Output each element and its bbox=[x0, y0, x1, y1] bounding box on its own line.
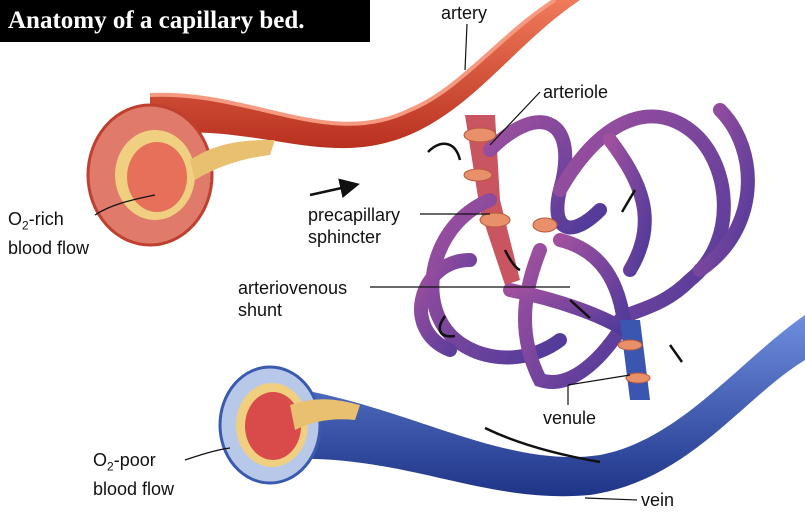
shunt-line1: arteriovenous bbox=[238, 278, 348, 298]
vein-vessel bbox=[270, 315, 805, 497]
label-artery: artery bbox=[441, 3, 488, 23]
o2-poor-suffix: -poor bbox=[113, 450, 156, 470]
figure-title: Anatomy of a capillary bed. bbox=[0, 0, 370, 42]
label-precapillary-sphincter: precapillary sphincter bbox=[308, 204, 400, 248]
precapillary-line1: precapillary bbox=[308, 205, 401, 225]
o2-rich-o: O bbox=[8, 209, 23, 229]
label-venule: venule bbox=[543, 408, 597, 428]
o2-rich-line2: blood flow bbox=[8, 237, 90, 258]
capillary-network bbox=[414, 103, 755, 389]
o2-poor-sub: 2 bbox=[107, 459, 114, 474]
precapillary-sphincters bbox=[463, 127, 651, 384]
o2-poor-line2: blood flow bbox=[93, 478, 175, 499]
flow-arrows bbox=[309, 142, 684, 464]
label-vein: vein bbox=[641, 490, 675, 510]
precapillary-line2: sphincter bbox=[308, 227, 382, 247]
label-arteriole: arteriole bbox=[543, 82, 609, 102]
o2-poor-o: O bbox=[93, 450, 108, 470]
shunt-line2: shunt bbox=[238, 300, 283, 320]
label-o2-poor-blood-flow: O2-poor blood flow bbox=[93, 449, 174, 500]
o2-rich-suffix: -rich bbox=[28, 209, 64, 229]
o2-rich-sub: 2 bbox=[22, 218, 29, 233]
label-arteriovenous-shunt: arteriovenous shunt bbox=[238, 277, 347, 321]
venule-vessel bbox=[620, 320, 650, 400]
leader-lines bbox=[94, 23, 638, 501]
label-o2-rich-blood-flow: O2-rich blood flow bbox=[8, 208, 89, 259]
artery-vessel bbox=[150, 0, 580, 149]
